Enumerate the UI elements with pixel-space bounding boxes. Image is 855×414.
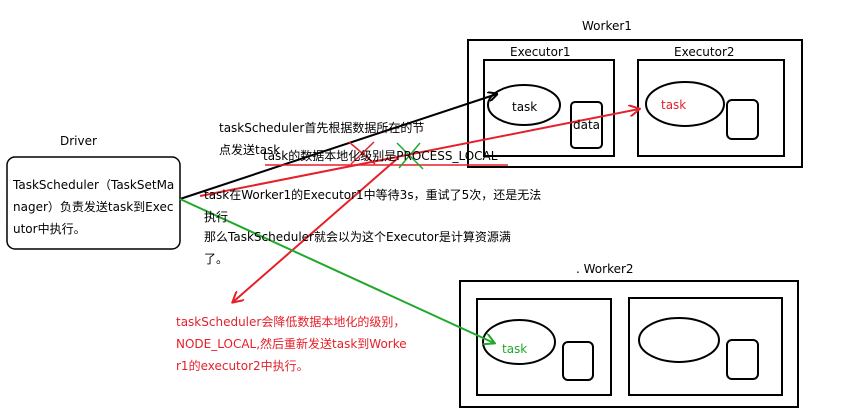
data-label: data bbox=[573, 118, 601, 132]
w2-executor1-box bbox=[476, 298, 612, 396]
executor1-box bbox=[483, 59, 615, 157]
fallback-arrow bbox=[233, 157, 399, 302]
w2-executor2-box bbox=[628, 297, 783, 396]
send-task-arrow bbox=[179, 94, 497, 200]
driver-box-text: TaskScheduler（TaskSetManager）负责发送task到Ex… bbox=[13, 178, 175, 236]
task-w1e1-ellipse bbox=[487, 84, 561, 126]
executor2-box bbox=[637, 59, 785, 157]
driver-label: Driver bbox=[60, 134, 97, 148]
fail-cross-1 bbox=[348, 141, 376, 165]
worker2-box bbox=[459, 280, 799, 408]
worker1-label: Worker1 bbox=[582, 19, 632, 33]
worker2-label: . Worker2 bbox=[576, 262, 634, 276]
driver-box bbox=[6, 156, 181, 250]
task-w1e2-ellipse bbox=[645, 81, 725, 127]
executor1-label: Executor1 bbox=[510, 45, 571, 59]
executor2-slot bbox=[726, 99, 759, 140]
wait-note: task在Worker1的Executor1中等待3s，重试了5次，还是无法执行 bbox=[204, 188, 542, 224]
node-local-arrow bbox=[179, 198, 494, 343]
locality-note: task的数据本地化级别是PROCESS_LOCAL bbox=[263, 149, 498, 163]
task-w2-label: task bbox=[502, 342, 528, 356]
lower-note: taskScheduler会降低数据本地化的级别，NODE_LOCAL,然后重新… bbox=[176, 315, 407, 373]
w2-executor1-slot bbox=[562, 341, 594, 381]
task-w1e2-label: task bbox=[661, 98, 687, 112]
w2-executor2-ellipse bbox=[638, 317, 720, 363]
full-note: 那么TaskScheduler就会以为这个Executor是计算资源满了。 bbox=[204, 230, 511, 266]
w2-executor2-slot bbox=[726, 339, 759, 380]
executor2-label: Executor2 bbox=[674, 45, 735, 59]
data-box bbox=[570, 101, 603, 149]
send-note: taskScheduler首先根据数据所在的节点发送task bbox=[219, 121, 425, 157]
resend-arrow bbox=[199, 109, 639, 197]
task-w1e1-label: task bbox=[512, 100, 538, 114]
